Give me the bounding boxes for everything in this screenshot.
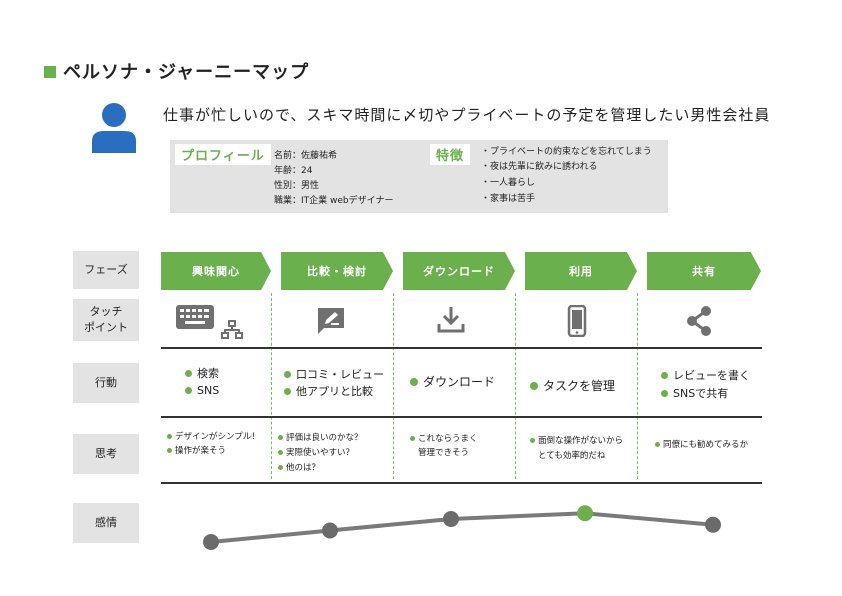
emotion-point [577, 505, 593, 522]
thought-item: 操作が楽そう [167, 444, 226, 456]
phase-step: 利用 [525, 252, 637, 290]
profile-job: 職業：IT企業 webデザイナー [274, 196, 394, 206]
row-label-touchpoint-line: タッチ [89, 304, 123, 318]
emotion-point [322, 522, 338, 539]
profile-gender: 性別：男性 [274, 181, 320, 191]
bullet-icon [661, 389, 668, 397]
profile-badge: プロフィール [175, 144, 271, 165]
thought-item: 評価は良いのかな？ [278, 431, 363, 443]
feature-item: ・夜は先輩に飲みに誘われる [481, 162, 598, 172]
network-icon [221, 320, 243, 339]
bullet-icon [167, 447, 172, 453]
column-divider [271, 293, 272, 479]
bullet-icon [278, 449, 283, 455]
bullet-icon [655, 441, 660, 447]
row-label-emotion: 感情 [73, 503, 139, 543]
action-item: レビューを書く [661, 367, 750, 383]
bullet-icon [185, 387, 192, 394]
row-label-touchpoint: タッチ ポイント [73, 299, 139, 341]
emotion-point [443, 511, 459, 527]
action-item: 他アプリと比較 [284, 383, 373, 399]
action-item: SNSで共有 [661, 385, 728, 401]
share-icon [687, 306, 711, 336]
action-item: SNS [185, 384, 219, 397]
phase-step: ダウンロード [403, 252, 515, 290]
download-icon [437, 307, 465, 333]
bullet-icon [284, 387, 291, 395]
comment-edit-icon [318, 308, 344, 334]
bullet-icon [530, 381, 538, 390]
row-divider [161, 416, 762, 418]
bullet-icon [410, 435, 415, 441]
row-label-touchpoint-line: ポイント [84, 321, 128, 334]
row-divider [161, 347, 762, 349]
feature-item: ・プライベートの約束などを忘れてしまう [481, 147, 652, 157]
column-divider [637, 293, 638, 479]
thought-item-continued: 管理できそう [418, 448, 470, 458]
thought-item: 面倒な操作がないから [530, 434, 623, 446]
page-title: ペルソナ・ジャーニーマップ [63, 62, 310, 83]
feature-item: ・家事は苦手 [481, 194, 536, 204]
row-divider [161, 482, 762, 484]
row-label-action: 行動 [73, 363, 139, 403]
bullet-icon [278, 464, 283, 470]
row-label-thought: 思考 [73, 434, 139, 474]
action-item: ダウンロード [410, 373, 495, 390]
emotion-point [203, 534, 219, 550]
profile-panel: プロフィール 名前：佐藤祐希 年齢：24 性別：男性 職業：IT企業 webデザ… [170, 140, 668, 213]
phase-step: 興味関心 [161, 252, 271, 290]
phase-step: 比較・検討 [281, 252, 393, 290]
user-avatar-icon [92, 103, 136, 153]
column-divider [515, 293, 516, 479]
bullet-icon [185, 369, 192, 377]
row-label-phase: フェーズ [73, 251, 139, 289]
emotion-point [705, 516, 721, 533]
action-item: タスクを管理 [530, 377, 615, 394]
thought-item-continued: とても効率的だね [538, 451, 606, 461]
thought-item: これならうまく [410, 432, 478, 444]
phase-step: 共有 [647, 252, 761, 290]
thought-item: 他のは？ [278, 461, 320, 473]
profile-name: 名前：佐藤祐希 [274, 151, 338, 161]
thought-item: デザインがシンプル！ [167, 430, 260, 442]
thought-item: 同僚にも勧めてみるか [655, 438, 748, 450]
bullet-icon [278, 434, 283, 440]
keyboard-icon [176, 305, 214, 329]
bullet-icon [167, 433, 172, 439]
features-badge: 特徴 [430, 144, 471, 165]
smartphone-icon [567, 305, 587, 337]
action-item: 検索 [185, 365, 219, 381]
profile-age: 年齢：24 [274, 166, 313, 176]
bullet-icon [410, 377, 418, 386]
persona-headline: 仕事が忙しいので、スキマ時間に〆切やプライベートの予定を管理したい男性会社員 [163, 106, 771, 124]
bullet-icon [284, 370, 291, 378]
feature-item: ・一人暮らし [481, 178, 536, 188]
emotion-line [210, 511, 714, 544]
bullet-icon [530, 437, 535, 443]
title-marker [44, 66, 56, 78]
column-divider [393, 293, 394, 479]
action-item: 口コミ・レビュー [284, 366, 384, 382]
emotion-curve [203, 505, 721, 550]
bullet-icon [661, 371, 668, 379]
thought-item: 実際使いやすい？ [278, 446, 354, 458]
